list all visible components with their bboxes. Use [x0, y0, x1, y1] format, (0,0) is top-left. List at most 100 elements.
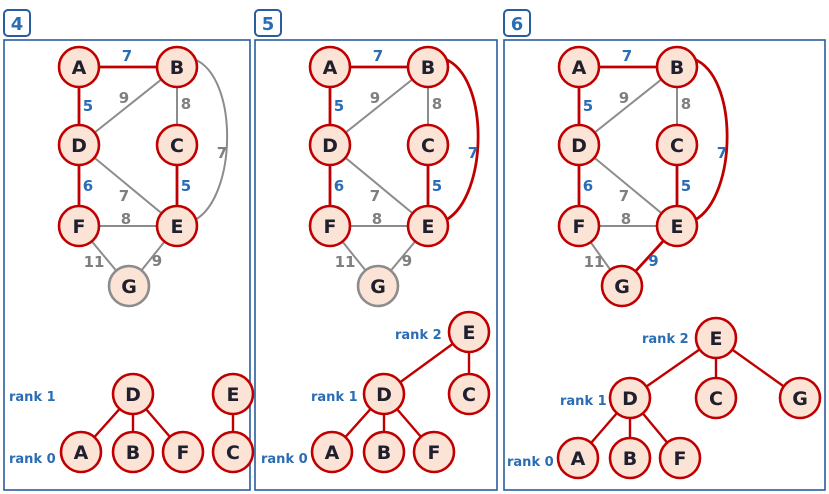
edge-weight-E-G: 9 [402, 252, 412, 270]
graph-node-C-circle [155, 123, 199, 167]
edge-B-E [444, 57, 480, 222]
edge-weight-C-E: 5 [681, 177, 691, 195]
graph-node-F: F [57, 204, 101, 248]
graph-node-D-circle [308, 123, 352, 167]
graph-node-A-circle [557, 45, 601, 89]
graph-node-E-circle [655, 204, 699, 248]
rank-label: rank 0 [9, 452, 56, 467]
graph-node-A: A [308, 45, 352, 89]
forest-node-G: G [778, 376, 822, 420]
edge-weight-F-E: 8 [372, 210, 382, 228]
graph-node-D-label: D [322, 135, 338, 157]
forest-node-D-circle [608, 376, 652, 420]
graph-node-D-label: D [71, 135, 87, 157]
graph-node-A-label: A [72, 57, 87, 79]
panel-frame [3, 39, 251, 491]
edge-weight-F-E: 8 [121, 210, 131, 228]
forest-node-F-circle [658, 436, 702, 480]
edge-weight-C-E: 5 [432, 177, 442, 195]
forest-node-C: C [447, 372, 491, 416]
panel-frame [503, 39, 826, 491]
forest-node-E: E [211, 372, 255, 416]
forest-node-C-label: C [462, 384, 476, 406]
forest-node-A-circle [310, 430, 354, 474]
forest-node-A: A [556, 436, 600, 480]
graph-node-D: D [57, 123, 101, 167]
forest-node-B-label: B [126, 442, 140, 464]
graph-node-C: C [655, 123, 699, 167]
forest-node-D-label: D [622, 388, 638, 410]
forest-node-C: C [211, 430, 255, 474]
panel-frame [254, 39, 498, 491]
graph-node-F-circle [557, 204, 601, 248]
forest-node-B: B [608, 436, 652, 480]
graph-node-G-label: G [614, 276, 630, 298]
graph-node-F-label: F [73, 216, 86, 238]
forest-node-A-label: A [74, 442, 89, 464]
edge-weight-D-B: 9 [370, 89, 380, 107]
edge-B-E [693, 57, 729, 222]
forest-node-E-label: E [227, 384, 240, 406]
edge-weight-E-G: 9 [648, 252, 658, 270]
forest-node-G-label: G [792, 388, 808, 410]
forest-node-D-circle [362, 372, 406, 416]
edge-weight-A-D: 5 [83, 97, 93, 115]
graph-node-E: E [655, 204, 699, 248]
forest-node-G-circle [778, 376, 822, 420]
graph-node-F: F [308, 204, 352, 248]
graph-node-A-circle [57, 45, 101, 89]
forest-node-B-circle [362, 430, 406, 474]
forest-node-C-circle [447, 372, 491, 416]
rank-label: rank 1 [9, 390, 56, 405]
edge-weight-A-D: 5 [334, 97, 344, 115]
graph-node-G-circle [356, 264, 400, 308]
forest-node-D: D [111, 372, 155, 416]
graph-node-A-circle [308, 45, 352, 89]
graph-node-G: G [356, 264, 400, 308]
graph-node-G: G [600, 264, 644, 308]
step-number: 4 [11, 14, 24, 35]
graph-node-E-label: E [422, 216, 435, 238]
forest-node-F-label: F [428, 442, 441, 464]
edge-weight-F-G: 11 [335, 253, 356, 271]
forest-node-E-circle [211, 372, 255, 416]
forest-node-B-circle [111, 430, 155, 474]
edge-weight-D-F: 6 [583, 177, 593, 195]
forest-node-E-circle [694, 316, 738, 360]
graph-node-B-label: B [670, 57, 684, 79]
graph-node-D-circle [557, 123, 601, 167]
graph-node-A: A [557, 45, 601, 89]
graph-node-C-label: C [670, 135, 684, 157]
edge-weight-A-B: 7 [373, 47, 383, 65]
edge-weight-D-F: 6 [334, 177, 344, 195]
forest-node-C: C [694, 376, 738, 420]
graph-node-B-label: B [421, 57, 435, 79]
graph-node-C-label: C [421, 135, 435, 157]
step-badge [254, 9, 282, 37]
forest-node-E-label: E [463, 322, 476, 344]
graph-node-A-label: A [323, 57, 338, 79]
edge-weight-D-E: 7 [370, 187, 380, 205]
forest-node-F-label: F [177, 442, 190, 464]
graph-node-C-circle [406, 123, 450, 167]
edge-weight-B-E: 7 [717, 144, 727, 162]
graph-node-C-label: C [170, 135, 184, 157]
edge-weight-F-G: 11 [584, 253, 605, 271]
edge-weight-D-B: 9 [119, 89, 129, 107]
graph-node-B-circle [406, 45, 450, 89]
edge-weight-F-G: 11 [84, 253, 105, 271]
graph-node-G-circle [600, 264, 644, 308]
graph-node-B-label: B [170, 57, 184, 79]
rank-label: rank 2 [642, 332, 689, 347]
graph-node-G-label: G [121, 276, 137, 298]
forest-node-A-label: A [325, 442, 340, 464]
step-badge [503, 9, 531, 37]
graph-node-D-circle [57, 123, 101, 167]
graph-node-G: G [107, 264, 151, 308]
graph-node-E: E [406, 204, 450, 248]
